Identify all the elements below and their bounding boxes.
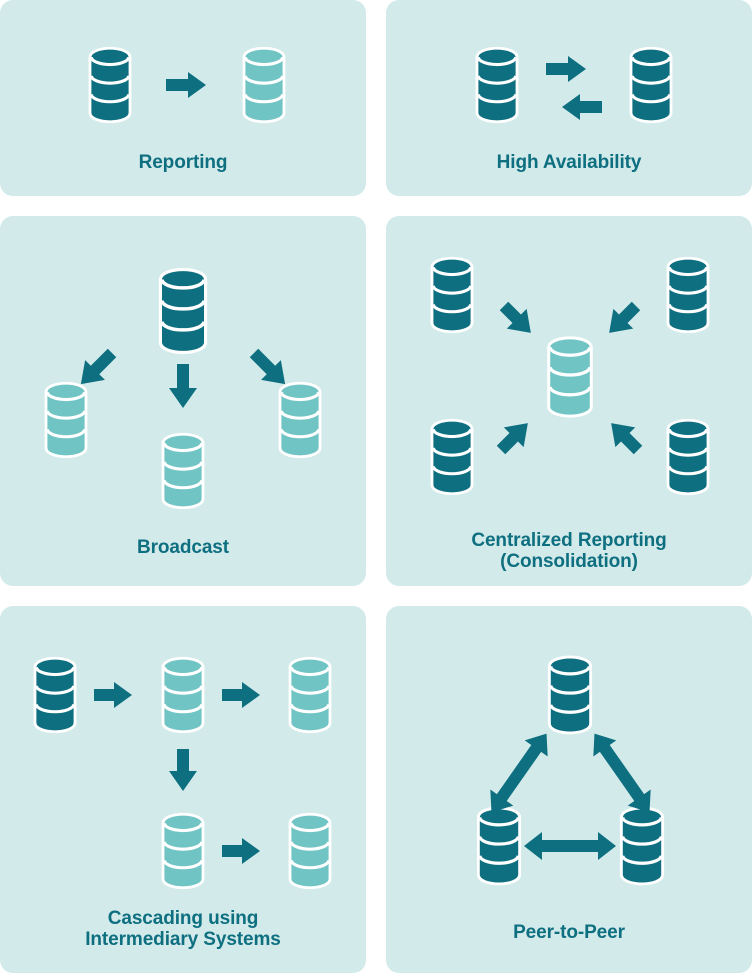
panel-high-availability-diagram bbox=[386, 0, 752, 150]
panel-cascading-diagram bbox=[0, 606, 366, 906]
arrow-broadcast-to-left bbox=[80, 348, 117, 385]
peer-bottom-right-database[interactable] bbox=[623, 810, 661, 883]
arrow-top-right-to-center bbox=[609, 301, 641, 333]
cascade-target-top-right-database[interactable] bbox=[291, 660, 328, 731]
source-bottom-right-database[interactable] bbox=[669, 422, 706, 493]
arrow-peer-top-to-bottom-left bbox=[490, 733, 548, 813]
panel-peer-to-peer-diagram bbox=[386, 606, 752, 916]
arrow-intermediary-to-lower bbox=[169, 749, 197, 791]
peer-top-database[interactable] bbox=[551, 659, 589, 732]
arrow-primary-to-standby bbox=[546, 56, 586, 82]
arrow-source-to-reporting bbox=[166, 72, 206, 98]
reporting-database[interactable] bbox=[245, 50, 282, 121]
arrow-lower-to-target-bottom-right bbox=[222, 838, 260, 864]
source-top-right-database[interactable] bbox=[669, 260, 706, 331]
panel-high-availability-label: High Availability bbox=[496, 152, 642, 173]
arrow-peer-bottom-left-to-bottom-right bbox=[524, 832, 616, 860]
arrow-source-to-intermediary bbox=[94, 682, 132, 708]
arrow-broadcast-to-right bbox=[249, 348, 286, 385]
broadcast-target-left-database[interactable] bbox=[47, 385, 84, 456]
arrow-broadcast-to-center bbox=[169, 364, 197, 408]
panel-peer-to-peer[interactable]: Peer-to-Peer bbox=[386, 606, 752, 973]
panel-peer-to-peer-label: Peer-to-Peer bbox=[513, 922, 625, 943]
cascade-source-database[interactable] bbox=[36, 660, 73, 731]
arrow-bottom-right-to-center bbox=[611, 423, 643, 455]
peer-bottom-left-database[interactable] bbox=[480, 810, 518, 883]
panel-cascading-label: Cascading using Intermediary Systems bbox=[85, 908, 281, 950]
panel-reporting-label: Reporting bbox=[138, 152, 228, 173]
panel-broadcast[interactable]: Broadcast bbox=[0, 216, 366, 586]
panel-reporting[interactable]: Reporting bbox=[0, 0, 366, 196]
broadcast-source-database[interactable] bbox=[162, 271, 204, 351]
panel-centralized-reporting[interactable]: Centralized Reporting (Consolidation) bbox=[386, 216, 752, 586]
primary-database[interactable] bbox=[478, 50, 515, 121]
cascade-intermediary-database[interactable] bbox=[164, 660, 201, 731]
panel-centralized-reporting-label: Centralized Reporting (Consolidation) bbox=[471, 530, 667, 572]
arrow-peer-top-to-bottom-right bbox=[593, 733, 651, 813]
broadcast-target-center-database[interactable] bbox=[164, 436, 201, 507]
arrow-standby-to-primary bbox=[562, 94, 602, 120]
consolidated-database[interactable] bbox=[550, 339, 590, 414]
panel-centralized-reporting-diagram bbox=[386, 216, 752, 526]
panel-broadcast-label: Broadcast bbox=[136, 537, 230, 558]
cascade-target-bottom-right-database[interactable] bbox=[291, 816, 328, 887]
source-top-left-database[interactable] bbox=[433, 260, 470, 331]
source-database[interactable] bbox=[91, 50, 128, 121]
cascade-intermediary-lower-database[interactable] bbox=[164, 816, 201, 887]
panel-high-availability[interactable]: High Availability bbox=[386, 0, 752, 196]
arrow-bottom-left-to-center bbox=[496, 423, 528, 455]
standby-database[interactable] bbox=[632, 50, 669, 121]
panel-cascading[interactable]: Cascading using Intermediary Systems bbox=[0, 606, 366, 973]
broadcast-target-right-database[interactable] bbox=[281, 385, 318, 456]
arrow-intermediary-to-target-top-right bbox=[222, 682, 260, 708]
panel-reporting-diagram bbox=[0, 0, 366, 150]
source-bottom-left-database[interactable] bbox=[433, 422, 470, 493]
arrow-top-left-to-center bbox=[499, 301, 531, 333]
panel-broadcast-diagram bbox=[0, 216, 366, 534]
